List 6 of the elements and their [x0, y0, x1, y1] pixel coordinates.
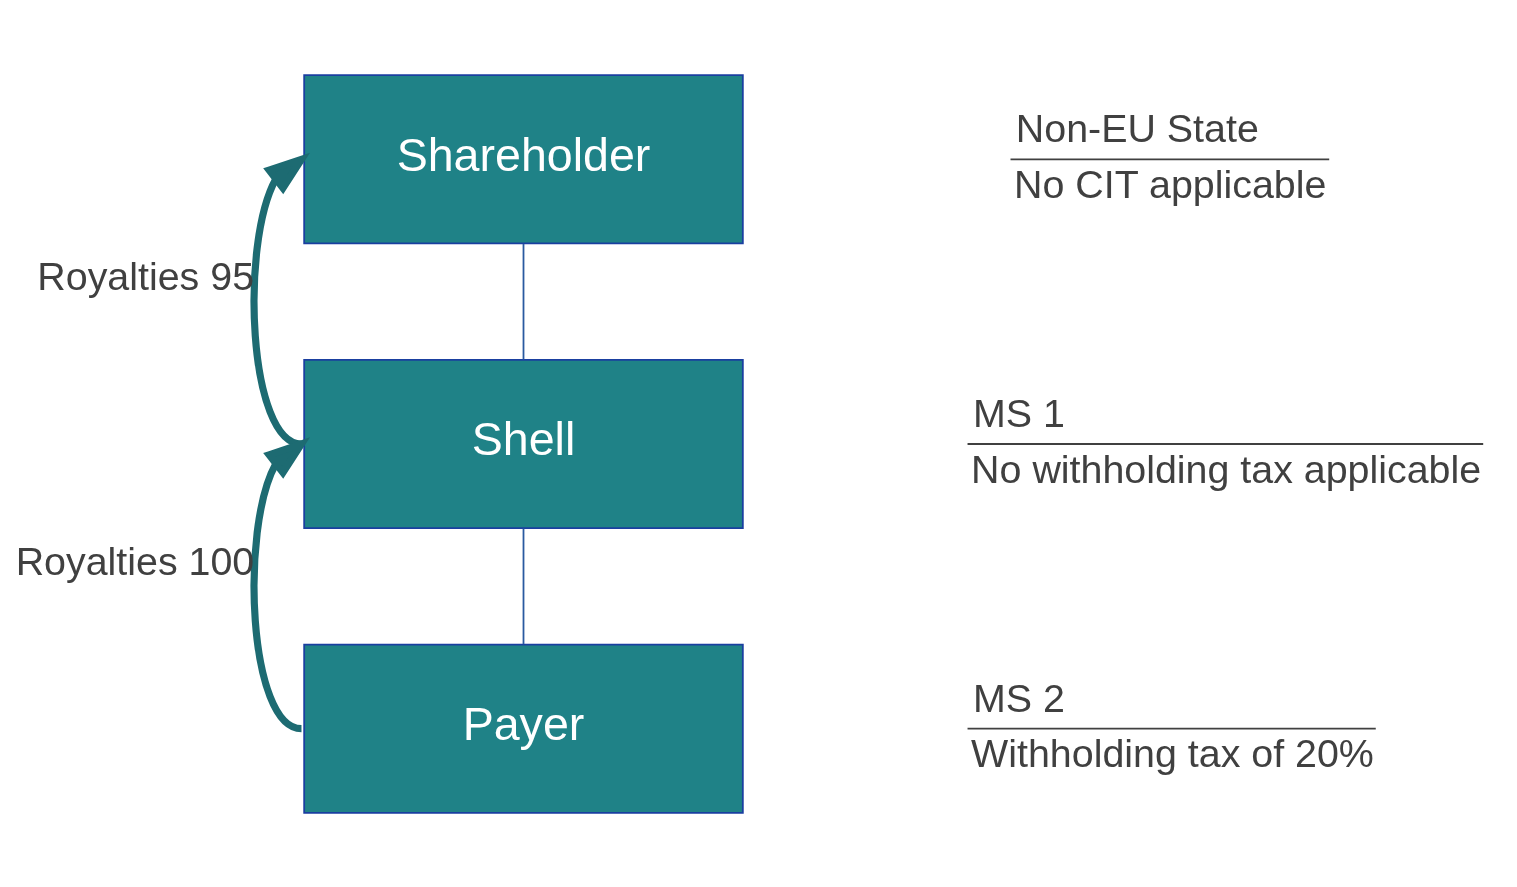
node-label: No withholding tax applicable	[971, 446, 1482, 491]
node-label: MS 1	[972, 390, 1065, 435]
node-label: MS 2	[972, 675, 1065, 720]
node-label: No CIT applicable	[1014, 161, 1327, 206]
node-label: Withholding tax of 20%	[971, 730, 1374, 775]
node-label: Non-EU State	[1015, 105, 1259, 150]
